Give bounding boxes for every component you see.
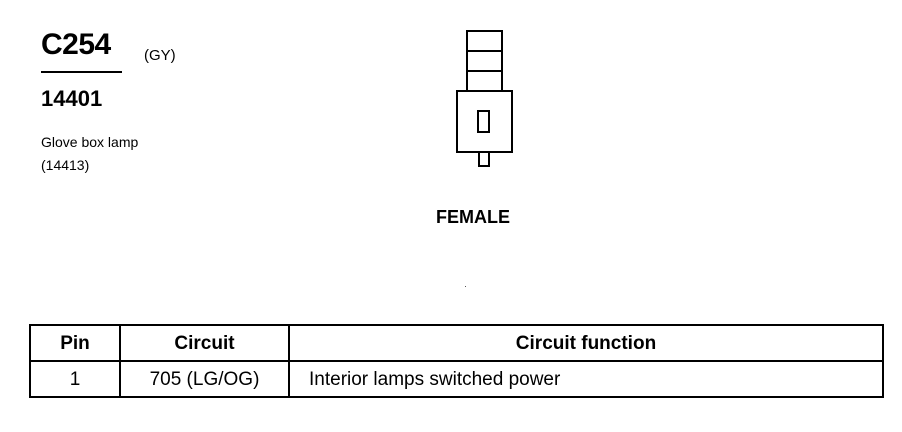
cell-circuit-function: Interior lamps switched power xyxy=(288,360,884,398)
connector-body xyxy=(456,90,513,153)
connector-housing-top xyxy=(466,30,503,92)
component-number: (14413) xyxy=(41,157,90,173)
table-row: 1 705 (LG/OG) Interior lamps switched po… xyxy=(29,360,884,398)
connector-id-underline xyxy=(41,71,122,73)
cell-pin: 1 xyxy=(29,360,121,398)
connector-color: (GY) xyxy=(144,47,176,64)
header-circuit-function: Circuit function xyxy=(288,324,884,362)
header-circuit: Circuit xyxy=(119,324,290,362)
connector-gender-label: FEMALE xyxy=(436,207,510,227)
part-number: 14401 xyxy=(41,86,103,111)
connector-face-diagram xyxy=(456,30,513,167)
pin-table: Pin Circuit Circuit function 1 705 (LG/O… xyxy=(29,324,884,398)
cell-circuit: 705 (LG/OG) xyxy=(119,360,290,398)
connector-tab xyxy=(478,151,490,167)
component-name: Glove box lamp xyxy=(41,134,139,150)
pin-table-header-row: Pin Circuit Circuit function xyxy=(29,324,884,362)
stray-dot xyxy=(465,286,466,287)
header-pin: Pin xyxy=(29,324,121,362)
connector-id: C254 xyxy=(41,28,111,61)
pin-cavity-1 xyxy=(477,110,490,133)
